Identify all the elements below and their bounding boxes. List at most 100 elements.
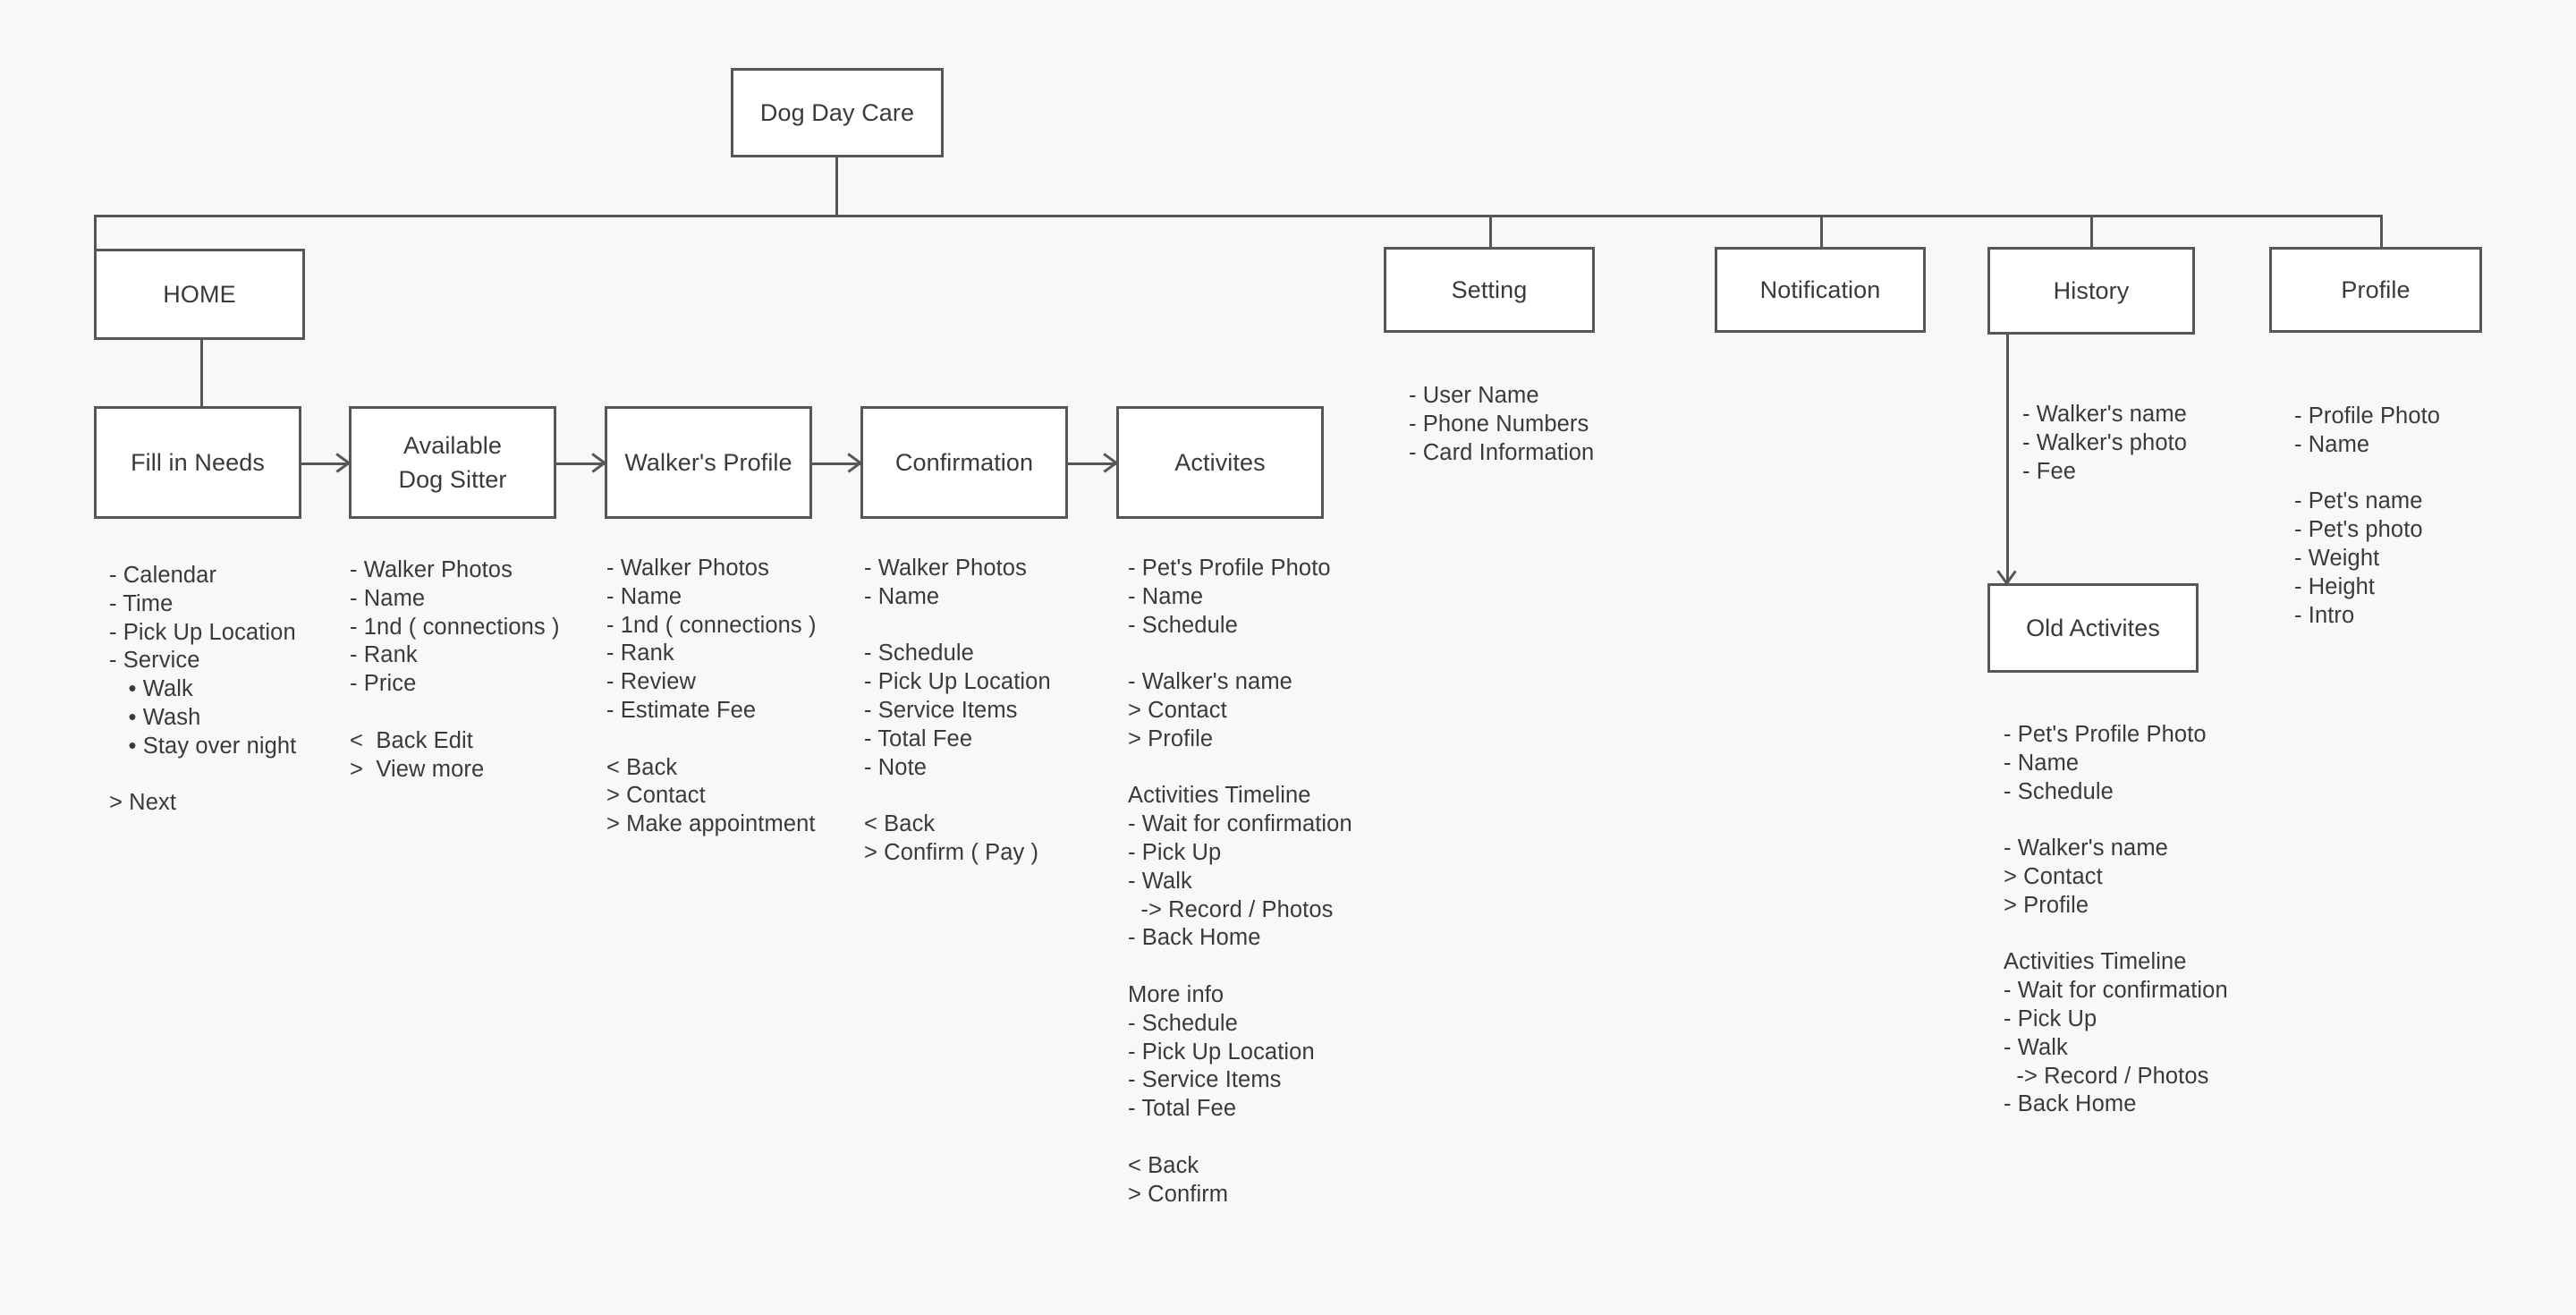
connector-drop-setting (1489, 215, 1492, 249)
node-profile[interactable]: Profile (2269, 247, 2482, 333)
node-home[interactable]: HOME (94, 249, 305, 340)
note-line: > View more (350, 756, 485, 782)
note-line: - Service Items (1128, 1067, 1282, 1093)
note-line: Activities Timeline (1128, 783, 1311, 809)
note-line: - Name (2294, 431, 2370, 457)
note-line: - Back Home (2004, 1091, 2137, 1117)
note-line: > Confirm ( Pay ) (864, 839, 1039, 865)
note-line: - Pick Up Location (1128, 1039, 1315, 1065)
note-line: > Contact (606, 783, 706, 809)
note-line: - Service Items (864, 697, 1018, 723)
note-line: - Walker's name (2004, 836, 2168, 861)
note-line: - Profile Photo (2294, 403, 2441, 428)
note-line: - Name (350, 585, 426, 611)
note-spacer (864, 612, 1051, 641)
node-history[interactable]: History (1987, 247, 2195, 335)
note-line: > Confirm (1128, 1181, 1229, 1207)
connector-history-to-old-activites (2006, 335, 2009, 583)
note-spacer (1128, 1124, 1352, 1152)
note-line: • Wash (109, 704, 201, 730)
note-line: - Pick Up (2004, 1005, 2097, 1031)
note-line: - Phone Numbers (1409, 411, 1589, 437)
connector-drop-home (94, 215, 97, 249)
notes-setting: - User Name - Phone Numbers- Card Informa… (1409, 382, 1594, 467)
note-line: - Intro (2294, 602, 2355, 628)
note-line: - Pick Up (1128, 839, 1222, 865)
notes-confirmation: - Walker Photos- Name - Schedule- Pick U… (864, 555, 1051, 868)
note-line: - Walker Photos (864, 556, 1027, 581)
note-line: • Walk (109, 676, 193, 702)
note-line: - Walk (1128, 868, 1192, 894)
note-line: > Contact (1128, 697, 1227, 723)
note-line: - Walker Photos (606, 556, 769, 581)
note-line: - Schedule (1128, 612, 1238, 638)
note-line: - Estimate Fee (606, 697, 757, 723)
note-spacer (2004, 806, 2228, 835)
note-line: - Name (2004, 750, 2080, 776)
connector-arrow-line-1 (301, 462, 349, 465)
note-line: > Make appointment (606, 811, 816, 837)
connector-arrow-line-2 (556, 462, 605, 465)
notes-activites: - Pet's Profile Photo- Name- Schedule - … (1128, 555, 1352, 1209)
note-spacer (2294, 460, 2440, 488)
note-line: - User Name (1409, 383, 1539, 408)
note-line: - Name (606, 583, 682, 609)
note-line: > Contact (2004, 863, 2103, 889)
node-available-dog-sitter[interactable]: Available Dog Sitter (349, 406, 556, 519)
connector-home-to-fill-in-needs (200, 340, 203, 406)
note-spacer (864, 782, 1051, 810)
note-line: - Schedule (864, 641, 974, 666)
note-line: - Walker's name (2022, 402, 2187, 427)
node-fill-in-needs[interactable]: Fill in Needs (94, 406, 301, 519)
note-line: < Back (606, 754, 678, 780)
node-dog-day-care[interactable]: Dog Day Care (731, 68, 944, 157)
note-spacer (109, 761, 296, 790)
notes-fill-in-needs: - Calendar- Time- Pick Up Location- Serv… (109, 562, 296, 818)
note-line: - Total Fee (864, 725, 973, 751)
note-line: -> Record / Photos (2004, 1063, 2209, 1089)
note-line: > Profile (1128, 725, 1214, 751)
note-line: - 1nd ( connections ) (606, 612, 817, 638)
connector-drop-history (2090, 215, 2093, 249)
note-line: - Card Information (1409, 439, 1595, 465)
note-line: - Schedule (2004, 778, 2114, 804)
note-line: < Back (1128, 1152, 1199, 1178)
node-walkers-profile[interactable]: Walker's Profile (605, 406, 812, 519)
note-line: - Walk (2004, 1034, 2068, 1060)
note-line: - Schedule (1128, 1010, 1238, 1036)
note-line: - Pet's name (2294, 488, 2423, 514)
node-confirmation[interactable]: Confirmation (860, 406, 1068, 519)
note-line: - Walker's photo (2022, 429, 2188, 455)
node-setting[interactable]: Setting (1384, 247, 1595, 333)
note-line: - Back Home (1128, 925, 1261, 951)
note-spacer (1128, 754, 1352, 783)
note-spacer (1128, 640, 1352, 668)
connector-drop-notification (1820, 215, 1823, 249)
note-line: - Fee (2022, 458, 2077, 484)
note-line: - Service (109, 648, 200, 674)
node-activites[interactable]: Activites (1116, 406, 1324, 519)
note-spacer (350, 699, 560, 727)
node-old-activites[interactable]: Old Activites (1987, 583, 2199, 673)
note-line: • Stay over night (109, 733, 297, 759)
note-line: - Wait for confirmation (1128, 811, 1352, 837)
note-line: Activities Timeline (2004, 949, 2187, 975)
note-line: - Pick Up Location (864, 669, 1051, 695)
connector-root-stem (835, 157, 838, 215)
connector-drop-profile (2380, 215, 2383, 249)
note-line: - Pet's Profile Photo (1128, 556, 1331, 581)
note-line: - Rank (606, 641, 674, 666)
connector-main-bus (94, 215, 2380, 217)
note-line: - Walker's name (1128, 669, 1292, 695)
note-line: - Pet's Profile Photo (2004, 722, 2207, 747)
node-notification[interactable]: Notification (1715, 247, 1926, 333)
note-line: - Walker Photos (350, 557, 513, 582)
note-line: - Price (350, 671, 417, 697)
note-line: - 1nd ( connections ) (350, 614, 560, 640)
notes-old-activites: - Pet's Profile Photo - Name- Schedule - … (2004, 721, 2228, 1119)
notes-history: - Walker's name- Walker's photo - Fee (2022, 401, 2187, 486)
note-line: - Wait for confirmation (2004, 978, 2228, 1004)
connector-arrow-line-3 (812, 462, 860, 465)
note-line: - Review (606, 669, 696, 695)
